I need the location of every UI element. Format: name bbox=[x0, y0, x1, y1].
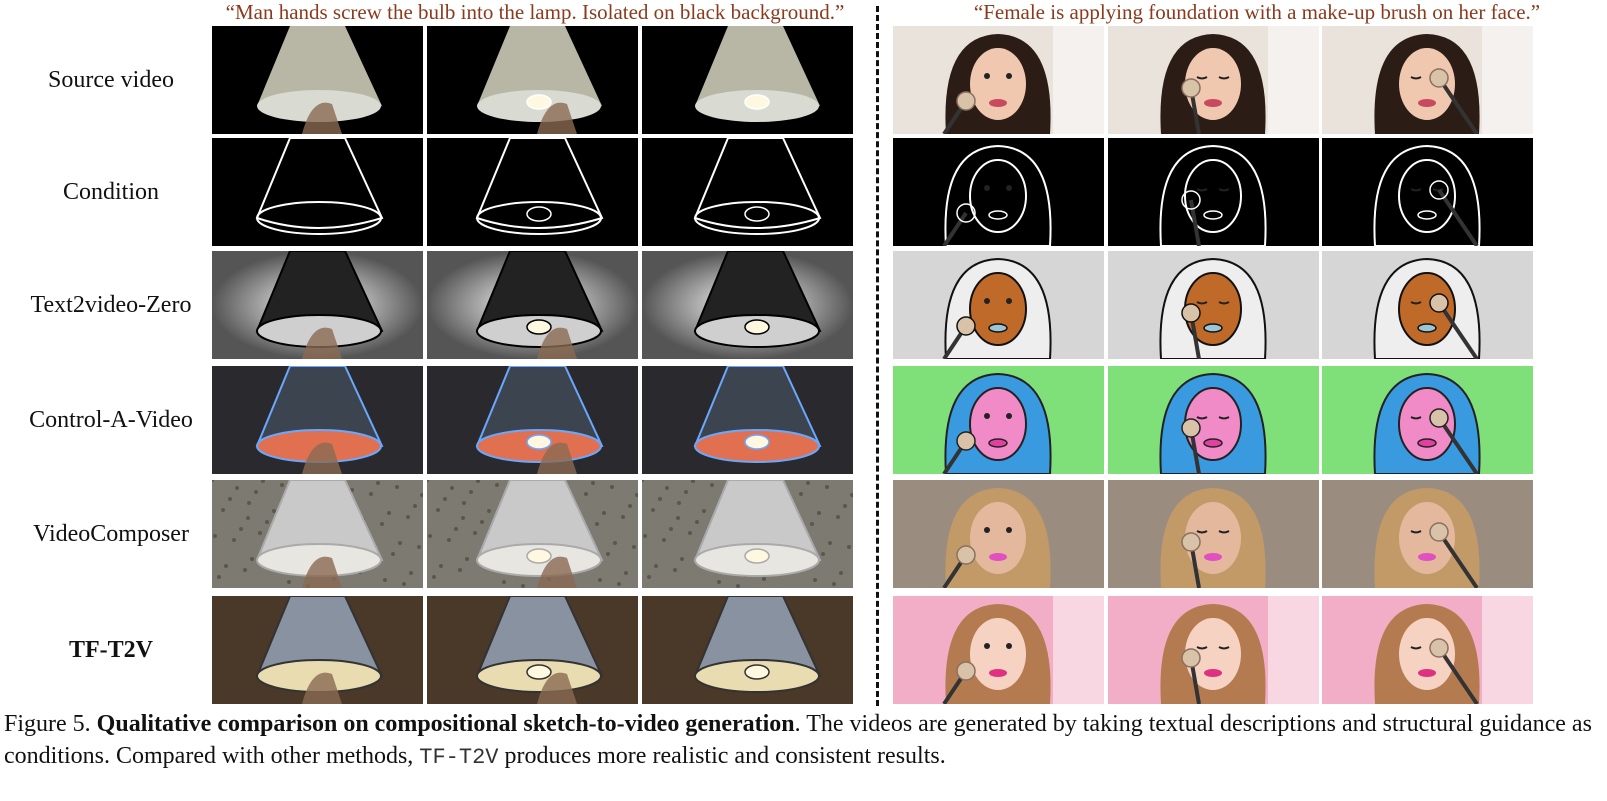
face-frame-cav-2 bbox=[1322, 366, 1533, 474]
lamp-frame-tft2v-1 bbox=[427, 596, 638, 704]
face-frame-vc-0 bbox=[893, 480, 1104, 588]
face-frame-cav-0 bbox=[893, 366, 1104, 474]
prompt-left: “Man hands screw the bulb into the lamp.… bbox=[225, 0, 845, 24]
face-frame-t2vz-2 bbox=[1322, 251, 1533, 359]
face-frame-source-1 bbox=[1108, 26, 1319, 134]
figure-number: Figure 5. bbox=[4, 711, 91, 737]
lamp-frame-cav-0 bbox=[212, 366, 423, 474]
column-divider bbox=[876, 6, 879, 706]
row-label-3: Control-A-Video bbox=[29, 407, 193, 433]
lamp-frame-t2vz-0 bbox=[212, 251, 423, 359]
face-frame-vc-1 bbox=[1108, 480, 1319, 588]
row-label-0: Source video bbox=[48, 67, 174, 93]
figure-title: Qualitative comparison on compositional … bbox=[96, 711, 795, 737]
lamp-frame-vc-1 bbox=[427, 480, 638, 588]
face-frame-source-0 bbox=[893, 26, 1104, 134]
face-frame-cav-1 bbox=[1108, 366, 1319, 474]
lamp-frame-t2vz-2 bbox=[642, 251, 853, 359]
figure-caption: Figure 5. Qualitative comparison on comp… bbox=[4, 708, 1604, 774]
lamp-frame-source-1 bbox=[427, 26, 638, 134]
lamp-frame-tft2v-2 bbox=[642, 596, 853, 704]
lamp-frame-vc-2 bbox=[642, 480, 853, 588]
face-frame-tft2v-1 bbox=[1108, 596, 1319, 704]
face-frame-t2vz-1 bbox=[1108, 251, 1319, 359]
lamp-frame-cav-1 bbox=[427, 366, 638, 474]
lamp-frame-source-0 bbox=[212, 26, 423, 134]
row-label-1: Condition bbox=[62, 179, 159, 205]
face-frame-vc-2 bbox=[1322, 480, 1533, 588]
face-frame-t2vz-0 bbox=[893, 251, 1104, 359]
row-label-5: TF-T2V bbox=[69, 637, 153, 663]
face-frame-tft2v-2 bbox=[1322, 596, 1533, 704]
lamp-frame-vc-0 bbox=[212, 480, 423, 588]
row-label-2: Text2video-Zero bbox=[30, 292, 192, 318]
lamp-frame-tft2v-0 bbox=[212, 596, 423, 704]
lamp-frame-t2vz-1 bbox=[427, 251, 638, 359]
lamp-frame-sketch-1 bbox=[427, 138, 638, 246]
row-label-4: VideoComposer bbox=[33, 521, 189, 547]
prompt-right: “Female is applying foundation with a ma… bbox=[973, 0, 1541, 24]
face-frame-sketch-2 bbox=[1322, 138, 1533, 246]
face-frame-sketch-0 bbox=[893, 138, 1104, 246]
lamp-frame-sketch-2 bbox=[642, 138, 853, 246]
face-frame-source-2 bbox=[1322, 26, 1533, 134]
lamp-frame-cav-2 bbox=[642, 366, 853, 474]
face-frame-sketch-1 bbox=[1108, 138, 1319, 246]
lamp-frame-sketch-0 bbox=[212, 138, 423, 246]
caption-text-2: produces more realistic and consistent r… bbox=[504, 743, 946, 769]
caption-text-1: . The videos are generated by taking tex… bbox=[4, 711, 1592, 769]
method-name: TF-T2V bbox=[419, 745, 499, 770]
lamp-frame-source-2 bbox=[642, 26, 853, 134]
face-frame-tft2v-0 bbox=[893, 596, 1104, 704]
